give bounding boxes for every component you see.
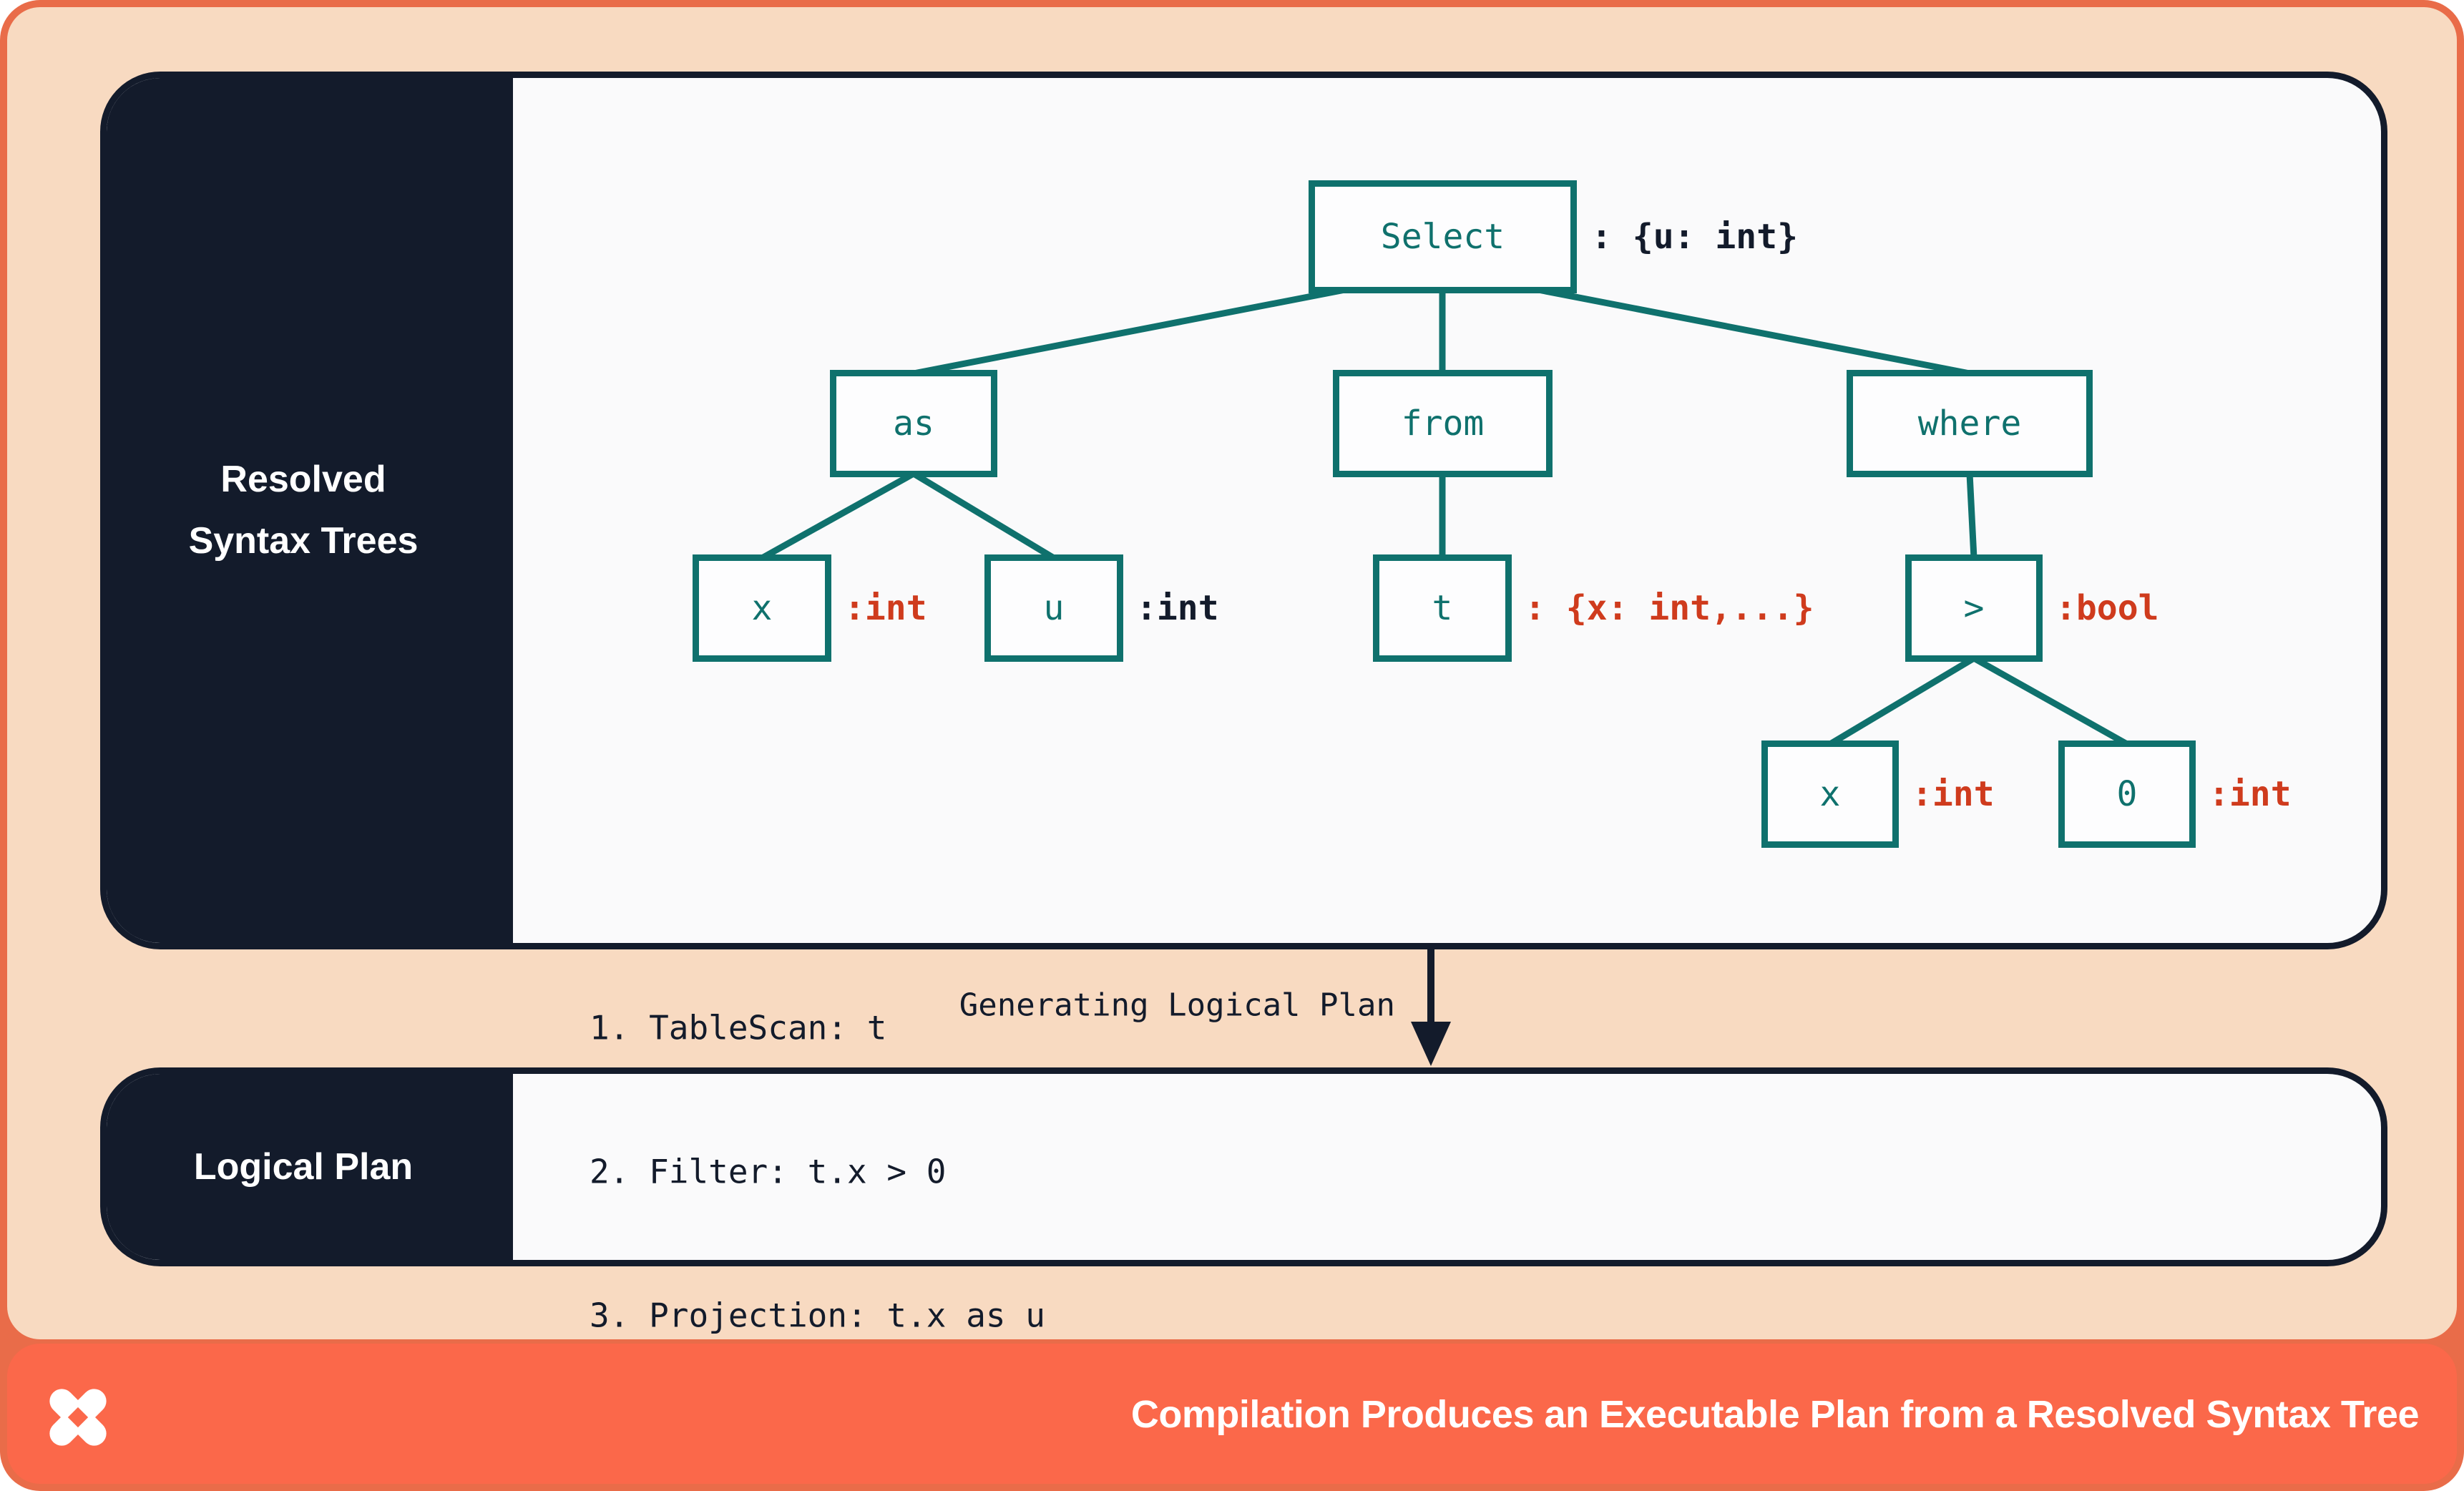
footer-bar — [7, 1344, 2457, 1484]
tree-node-x-as-label: x — [751, 588, 773, 628]
resolved-label-line1: Resolved — [220, 459, 386, 500]
tree-node-zero-label: 0 — [2116, 774, 2138, 814]
pinwheel-x-logo — [49, 1389, 107, 1446]
tree-node-t-from-label: t — [1432, 588, 1453, 628]
plan-step-3: 3. Projection: t.x as u — [590, 1296, 1045, 1335]
tree-node-from-label: from — [1401, 404, 1485, 444]
down-arrow-stem — [1427, 949, 1434, 1029]
tree-node-from: from — [1333, 370, 1553, 477]
tree-node-x-gt-label: x — [1819, 774, 1841, 814]
tree-annotation-gt: :bool — [2055, 588, 2159, 628]
logical-plan-label-text: Logical Plan — [193, 1146, 414, 1188]
footer-title: Compilation Produces an Executable Plan … — [1130, 1393, 2420, 1436]
plan-step-2: 2. Filter: t.x > 0 — [590, 1152, 947, 1191]
tree-edge — [913, 286, 1346, 377]
tree-edge — [911, 471, 1056, 561]
tree-edges — [760, 286, 2129, 747]
tree-node-as: as — [830, 370, 997, 477]
logical-plan-sidebar — [107, 1074, 513, 1260]
down-arrow-head — [1411, 1022, 1451, 1066]
tree-node-x-as: x — [693, 554, 831, 662]
tree-node-zero: 0 — [2058, 740, 2196, 848]
tree-node-gt-label: > — [1963, 588, 1985, 628]
tree-node-gt: > — [1905, 554, 2043, 662]
tree-node-select: Select — [1309, 180, 1577, 293]
logical-plan-steps: 1. TableScan: t 2. Filter: t.x > 0 3. Pr… — [590, 909, 1045, 1436]
tree-edge — [1537, 286, 1970, 377]
down-arrow — [1411, 949, 1451, 1066]
tree-edge — [1972, 655, 2129, 747]
transition-label: Generating Logical Plan — [959, 987, 1395, 1024]
logo-center-hole — [67, 1407, 89, 1428]
tree-node-u-as-label: u — [1043, 588, 1065, 628]
tree-node-select-label: Select — [1380, 217, 1505, 257]
logical-plan-panel — [100, 1067, 2387, 1266]
tree-node-x-gt: x — [1761, 740, 1899, 848]
tree-edge — [1966, 473, 1977, 559]
tree-annotation-t-from: : {x: int,...} — [1525, 588, 1814, 628]
tree-node-where: where — [1847, 370, 2093, 477]
plan-step-1: 1. TableScan: t — [590, 1008, 887, 1047]
tree-node-t-from: t — [1373, 554, 1512, 662]
tree-annotation-u-as: :int — [1136, 588, 1219, 628]
tree-annotation-zero: :int — [2209, 774, 2292, 814]
resolved-syntax-trees-panel — [100, 72, 2387, 949]
resolved-syntax-trees-label: Resolved Syntax Trees — [100, 449, 507, 572]
logical-plan-label: Logical Plan — [100, 1136, 507, 1198]
tree-annotation-x-as: :int — [844, 588, 927, 628]
resolved-label-line2: Syntax Trees — [188, 520, 419, 562]
tree-node-as-label: as — [893, 404, 934, 444]
tree-edge — [1828, 655, 1976, 747]
tree-annotation-x-gt: :int — [1912, 774, 1995, 814]
tree-annotation-select: : {u: int} — [1591, 217, 1798, 257]
resolved-syntax-trees-sidebar — [107, 78, 513, 943]
tree-node-where-label: where — [1917, 404, 2022, 444]
tree-edge — [760, 471, 916, 561]
tree-node-u-as: u — [984, 554, 1123, 662]
